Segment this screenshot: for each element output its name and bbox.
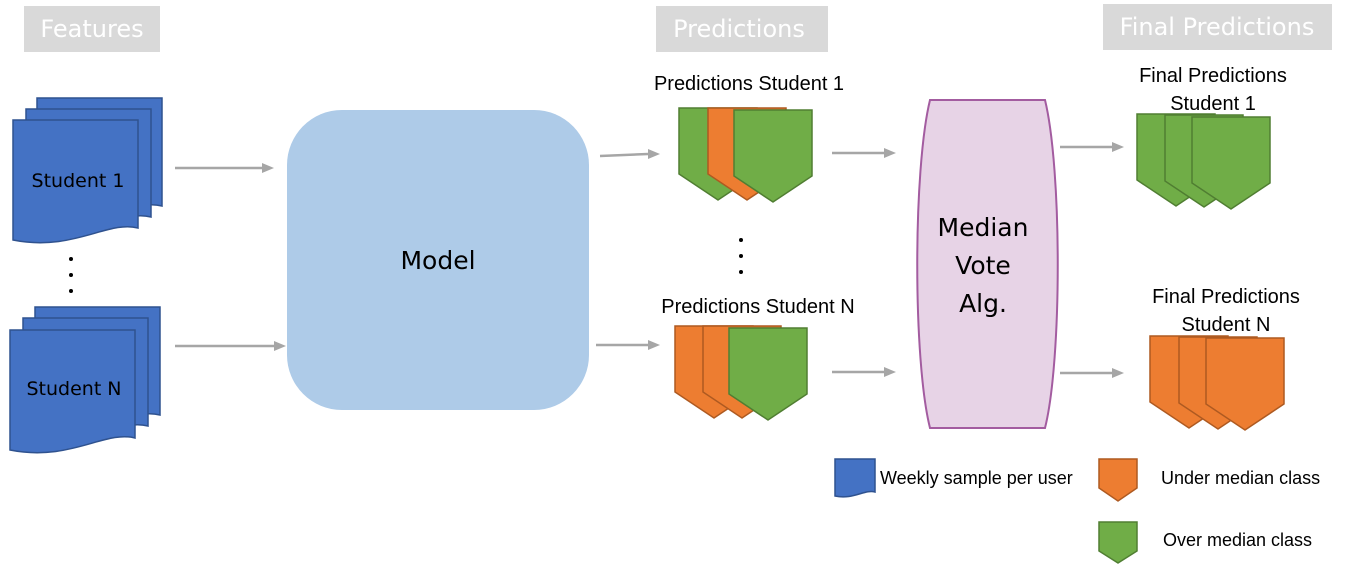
vote-label-line-1: Median — [938, 213, 1029, 242]
document-label-student-n: Student N — [26, 378, 121, 400]
legend-document-icon — [834, 458, 876, 498]
arrow-features-to-model-bottom — [175, 341, 286, 351]
legend-weekly-label: Weekly sample per user — [880, 468, 1073, 488]
arrow-model-to-predictions-top — [599, 149, 660, 159]
legend-orange-shield-icon — [1098, 458, 1138, 502]
header-features-text: Features — [40, 15, 143, 43]
arrow-vote-to-final-top — [1060, 142, 1124, 152]
predictions-student-n-label: Predictions Student N — [661, 296, 854, 318]
model-box: Model — [287, 110, 589, 410]
arrow-predictions-to-vote-bottom — [832, 367, 896, 377]
prediction-stack-student-1 — [678, 107, 813, 203]
final-predictions-student-1-line-2: Student 1 — [1170, 93, 1256, 115]
prediction-stack-student-n — [674, 325, 808, 421]
arrow-features-to-model-top — [175, 163, 274, 173]
legend-under-label: Under median class — [1161, 468, 1320, 488]
model-label: Model — [400, 246, 475, 275]
document-stack-student-n: Student N — [9, 306, 161, 454]
legend-over-label: Over median class — [1163, 530, 1312, 550]
header-features: Features — [24, 6, 160, 52]
legend-item-weekly-sample: Weekly sample per user — [834, 458, 1073, 498]
final-predictions-student-n-line-2: Student N — [1182, 314, 1271, 336]
final-predictions-student-n-line-1: Final Predictions — [1152, 286, 1300, 308]
document-label-student-1: Student 1 — [32, 170, 125, 192]
header-final-predictions-text: Final Predictions — [1120, 13, 1315, 41]
legend-item-under-median: Under median class — [1098, 458, 1320, 502]
median-vote-algorithm: Median Vote Alg. — [916, 99, 1059, 429]
legend-item-over-median: Over median class — [1098, 521, 1312, 564]
arrow-vote-to-final-bottom — [1060, 368, 1124, 378]
final-predictions-student-1-line-1: Final Predictions — [1139, 65, 1287, 87]
document-stack-student-1: Student 1 — [12, 97, 163, 244]
vote-label-line-3: Alg. — [959, 289, 1007, 318]
predictions-student-1-label: Predictions Student 1 — [654, 73, 844, 95]
vertical-ellipsis-predictions — [739, 238, 743, 274]
vote-label-line-2: Vote — [955, 251, 1011, 280]
arrow-model-to-predictions-bottom — [596, 340, 660, 350]
header-final-predictions: Final Predictions — [1103, 4, 1332, 50]
final-prediction-stack-student-1 — [1136, 113, 1271, 210]
vertical-ellipsis-features — [69, 257, 73, 293]
header-predictions: Predictions — [656, 6, 828, 52]
legend-green-shield-icon — [1098, 521, 1138, 564]
legend: Weekly sample per user Under median clas… — [834, 458, 1320, 564]
arrow-predictions-to-vote-top — [832, 148, 896, 158]
header-predictions-text: Predictions — [673, 15, 805, 43]
final-prediction-stack-student-n — [1149, 335, 1285, 431]
